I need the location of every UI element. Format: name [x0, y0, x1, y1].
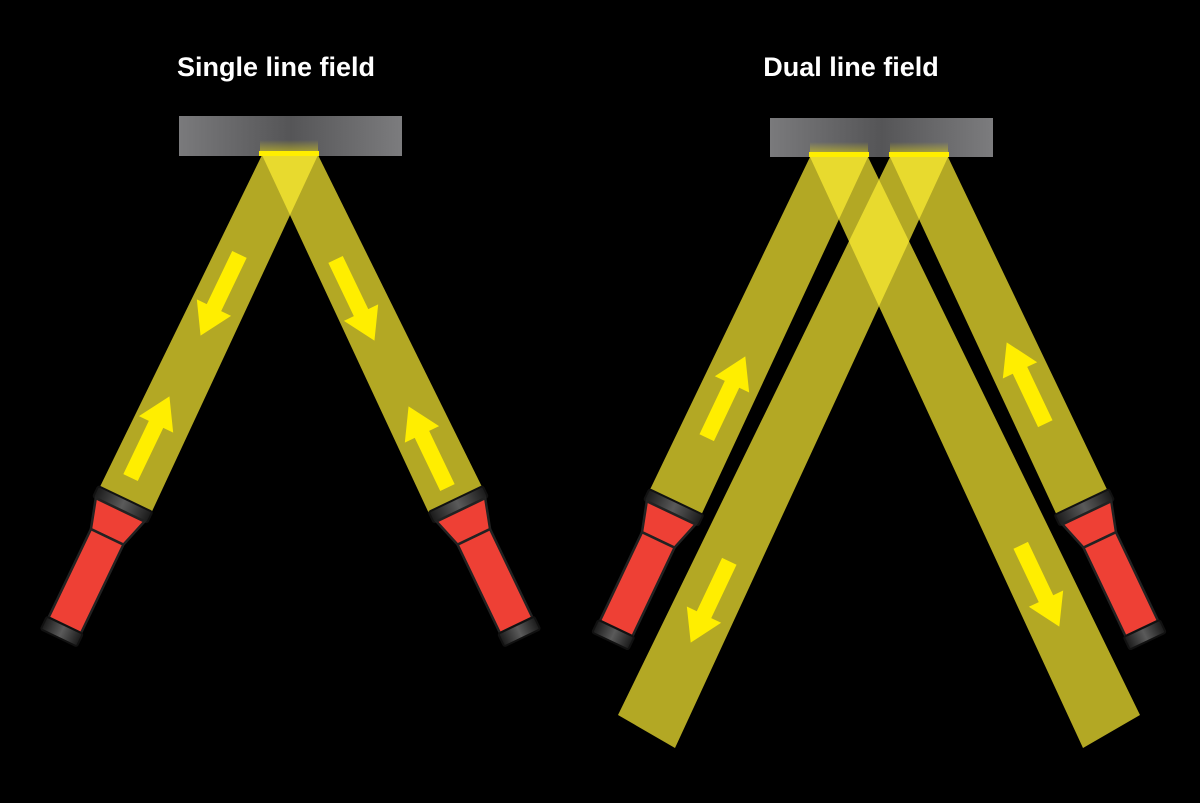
incident-beam-left: [645, 157, 868, 522]
flashlight-icon: [30, 484, 154, 653]
single-line-field: [30, 116, 551, 653]
dual-line-field: [581, 118, 1177, 748]
illuminated-line: [259, 151, 319, 156]
illuminated-line: [889, 152, 949, 157]
flashlight-icon: [427, 484, 551, 653]
illuminated-line: [809, 152, 869, 157]
reflective-surface: [770, 118, 993, 157]
dual-line-field-title: Dual line field: [763, 52, 939, 82]
incident-beam-right: [890, 157, 1112, 522]
reflected-beam-right: [618, 157, 948, 748]
single-line-field-title: Single line field: [176, 52, 376, 82]
